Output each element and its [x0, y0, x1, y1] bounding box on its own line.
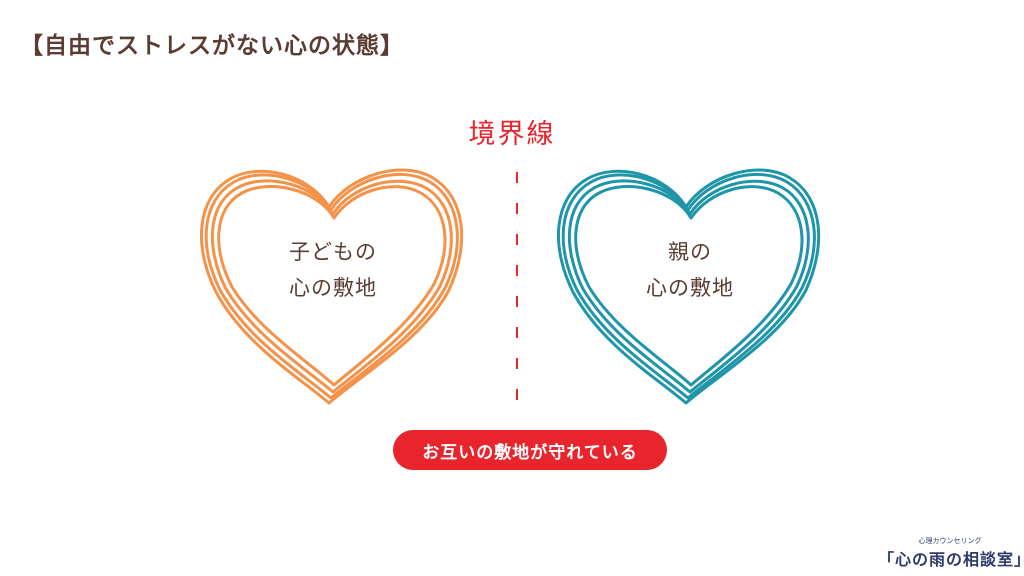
left-heart-label: 子どもの 心の敷地 [233, 234, 433, 306]
left-heart-icon [199, 168, 464, 405]
caption-pill: お互いの敷地が守れている [393, 430, 667, 470]
right-heart-label: 親の 心の敷地 [590, 234, 790, 306]
right-heart-line2: 心の敷地 [646, 276, 734, 300]
page-title: 【自由でストレスがない心の状態】 [20, 33, 404, 59]
right-heart-line1: 親の [668, 240, 712, 264]
right-heart-icon [556, 168, 821, 405]
left-heart-line1: 子どもの [289, 240, 377, 264]
logo-name: 「心の雨の相談室」 [878, 550, 1024, 569]
left-heart-line2: 心の敷地 [289, 276, 377, 300]
boundary-label: 境界線 [468, 119, 556, 150]
logo-subtitle: 心理カウンセリング [918, 537, 982, 545]
